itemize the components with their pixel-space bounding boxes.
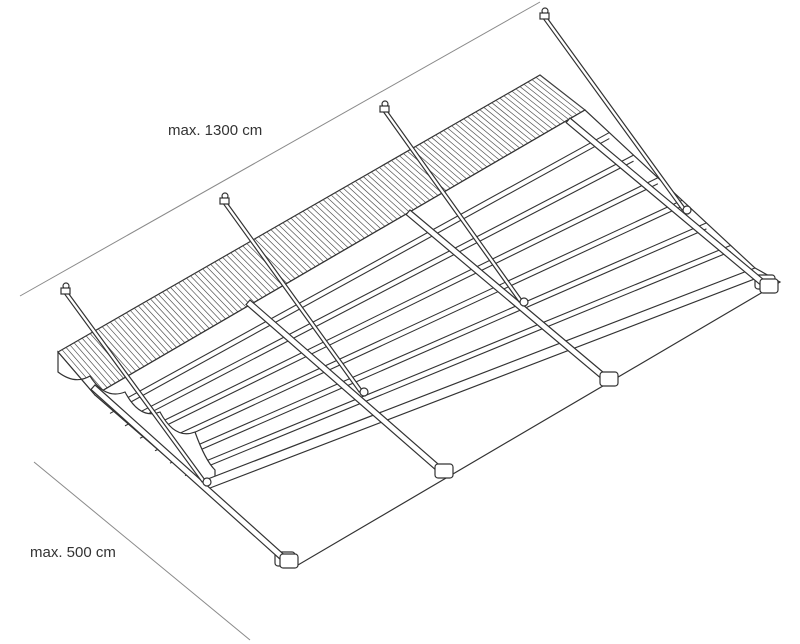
dimension-line-depth xyxy=(33,461,251,641)
rafters xyxy=(90,117,779,569)
dimension-line-length xyxy=(19,1,541,297)
fabric-folds xyxy=(109,132,731,477)
dimension-label-depth: max. 500 cm xyxy=(30,544,116,561)
support-struts xyxy=(60,7,692,487)
dimension-label-length: max. 1300 cm xyxy=(168,122,263,139)
